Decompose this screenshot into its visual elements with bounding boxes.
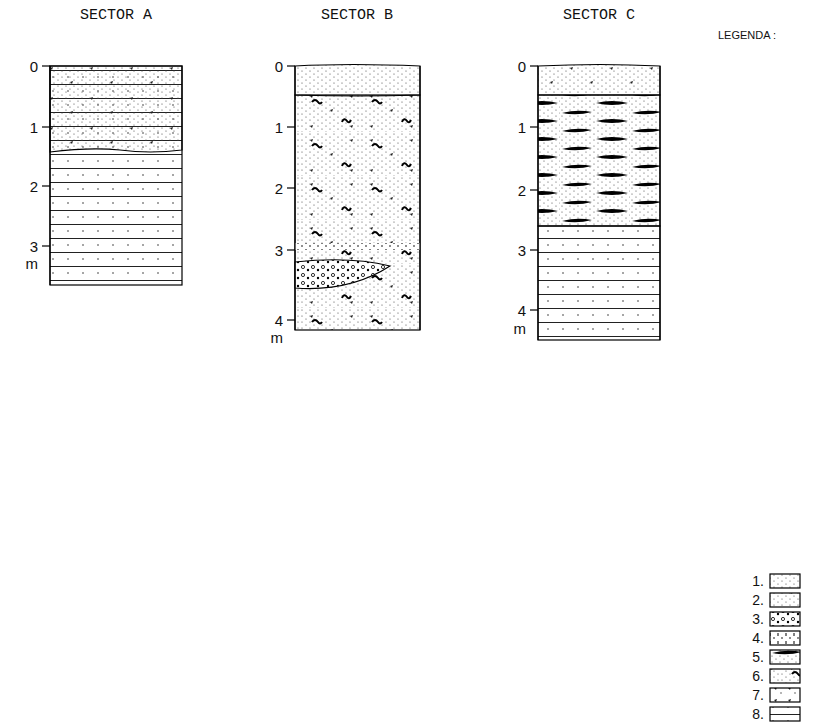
depth-tick: 1 [518,120,526,135]
depth-tick: 3 [275,243,283,258]
depth-tick: m [271,330,284,345]
depth-tick: 4 [518,303,526,318]
depth-tick: 1 [275,120,283,135]
legend-number: 4. [752,631,764,645]
legend-number: 1. [752,574,764,588]
depth-tick: 3 [518,243,526,258]
depth-tick: m [514,321,527,336]
depth-tick: 2 [518,183,526,198]
depth-tick: 3 [30,239,38,254]
legend-number: 8. [752,707,764,721]
legend-number: 2. [752,593,764,607]
depth-tick: 2 [30,179,38,194]
sector-title: SECTOR B [321,8,393,23]
depth-tick: 0 [30,59,38,74]
legend-number: 5. [752,650,764,664]
legend-number: 7. [752,688,764,702]
legend-number: 3. [752,612,764,626]
depth-tick: 1 [30,120,38,135]
sector-title: SECTOR A [80,8,152,23]
depth-tick: 2 [275,181,283,196]
depth-tick: 0 [518,59,526,74]
depth-tick: 0 [275,59,283,74]
sector-title: SECTOR C [563,8,635,23]
legend-heading: LEGENDA : [718,30,776,41]
depth-tick: 4 [275,313,283,328]
legend-number: 6. [752,669,764,683]
depth-tick: m [26,256,39,271]
